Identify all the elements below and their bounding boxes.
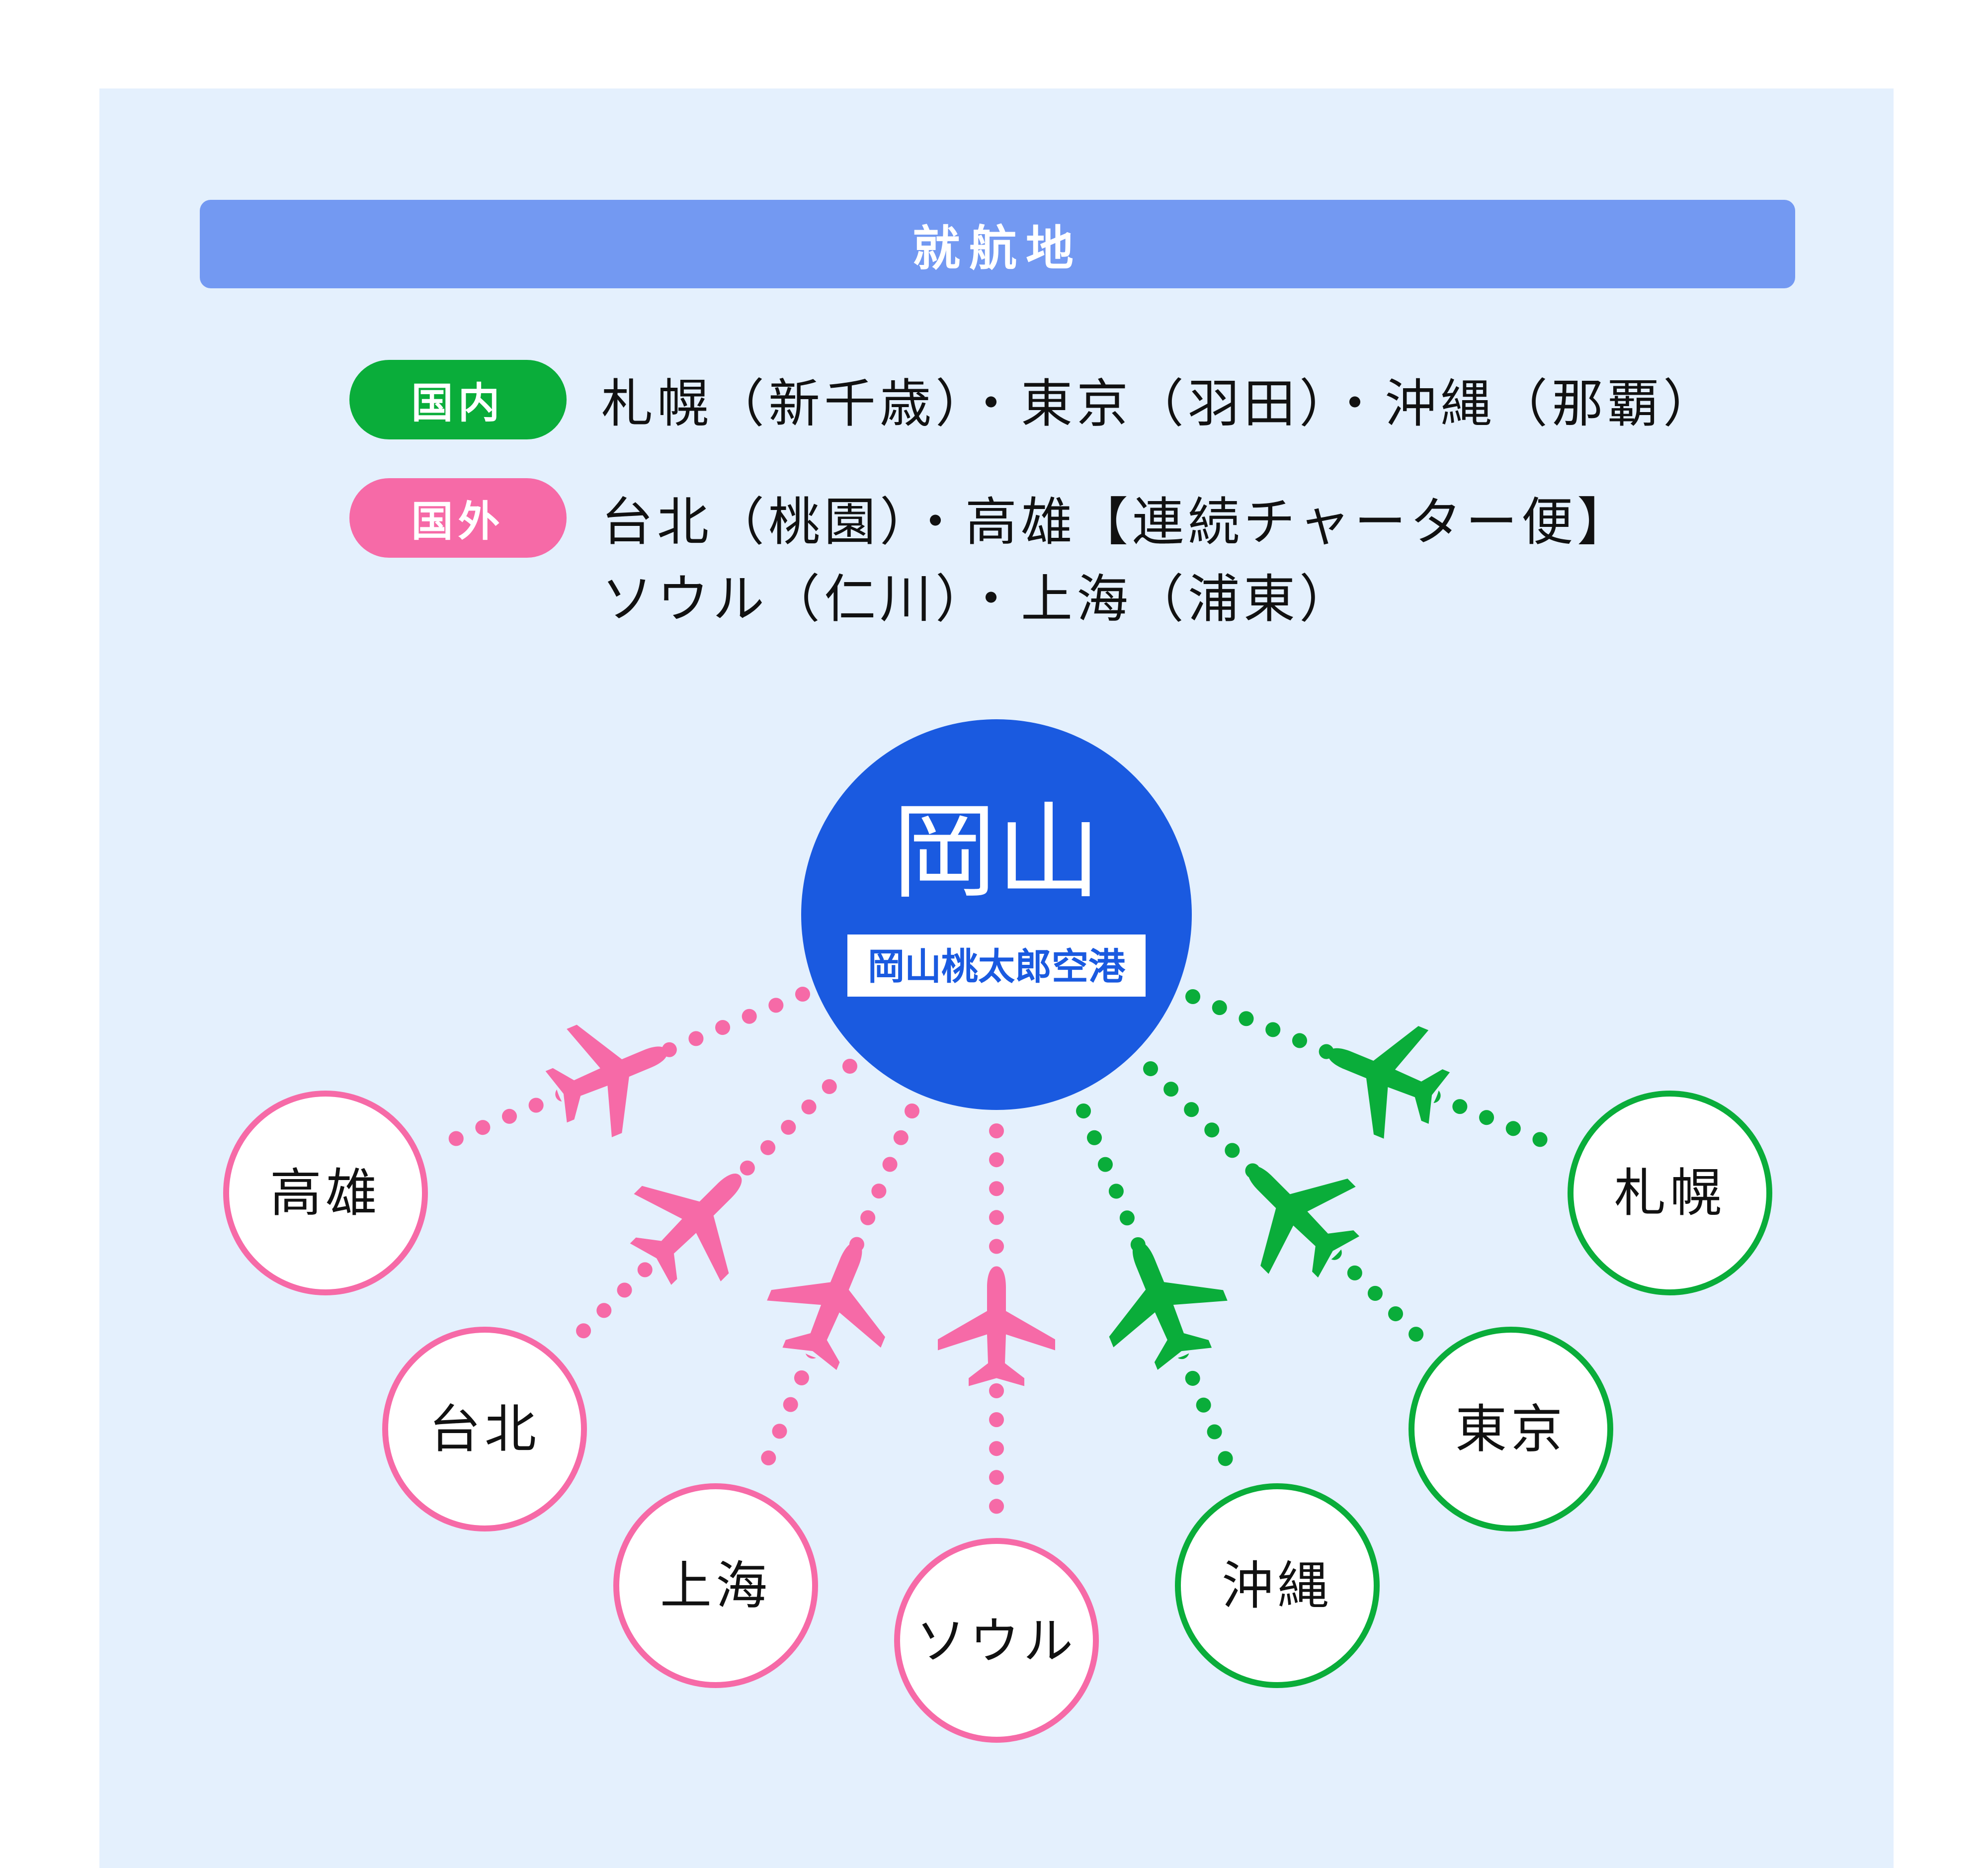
- airplane-icon: [752, 1219, 914, 1382]
- destination-label: ソウル: [916, 1612, 1077, 1670]
- airplane-icon: [1306, 998, 1462, 1153]
- destination-label: 上海: [660, 1555, 771, 1616]
- hub-airport-label: 岡山桃太郎空港: [868, 945, 1126, 988]
- destination-circle: [1408, 1327, 1613, 1531]
- destination-circle: [894, 1538, 1099, 1743]
- hub-airport-label-box: [847, 934, 1146, 997]
- destination-label: 札幌: [1614, 1163, 1726, 1223]
- route-planes: [533, 997, 1462, 1386]
- hub-name: 岡山: [892, 791, 1101, 913]
- airplane-icon: [607, 1131, 783, 1308]
- page-title-text: 就航地: [912, 220, 1082, 276]
- international-tag: 国外: [349, 478, 567, 558]
- destination-circle: [613, 1483, 818, 1688]
- international-destinations-text-1: 台北（桃園）・高雄【連続チャーター便】: [601, 492, 1633, 552]
- destination-label: 東京: [1455, 1399, 1567, 1459]
- destination-circle: [223, 1091, 428, 1295]
- destination-label: 沖縄: [1222, 1555, 1333, 1616]
- destination-label: 高雄: [270, 1163, 381, 1223]
- domestic-tag: 国内: [349, 360, 567, 439]
- hub-circle: [801, 719, 1192, 1110]
- destination-circle: [1175, 1483, 1380, 1688]
- destination-label: 台北: [429, 1399, 540, 1459]
- destination-circle: [1568, 1091, 1772, 1295]
- international-destinations-text-2: ソウル（仁川）・上海（浦東）: [601, 569, 1355, 629]
- destination-circle: [382, 1327, 587, 1531]
- page-title: 就航地: [200, 200, 1795, 288]
- domestic-tag-label: 国内: [411, 378, 505, 427]
- airplane-icon: [1080, 1219, 1242, 1382]
- airplane-icon: [533, 997, 689, 1151]
- international-tag-label: 国外: [411, 497, 505, 546]
- domestic-destinations-text: 札幌（新千歳）・東京（羽田）・沖縄（那覇）: [601, 373, 1719, 434]
